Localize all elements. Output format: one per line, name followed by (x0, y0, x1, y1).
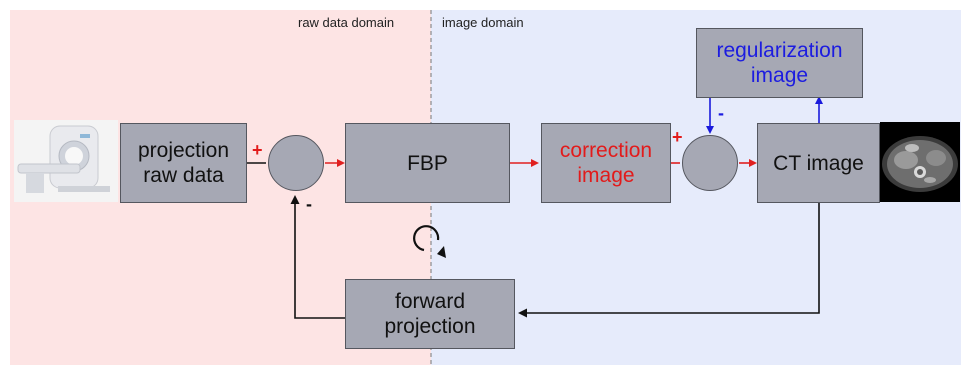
box-label-line: projection (137, 139, 230, 162)
arrow-ct-to-forward-projection (518, 203, 820, 318)
correction-image-box: correction image (541, 123, 671, 203)
plus-sign: + (672, 127, 683, 147)
summation-node-raw (268, 135, 324, 191)
arrow-forward-projection-to-sum (290, 195, 345, 319)
box-label-line: forward (394, 290, 466, 313)
box-label-line: raw data (143, 164, 224, 187)
image-domain-label: image domain (442, 15, 524, 30)
box-label-line: projection (384, 315, 476, 338)
ct-scanner-icon (14, 120, 118, 202)
fbp-box: FBP (345, 123, 510, 203)
summation-node-image (682, 135, 738, 191)
box-label-line: correction (559, 139, 653, 162)
iteration-loop-icon (413, 225, 446, 258)
box-label-line: CT image (773, 151, 864, 175)
projection-raw-data-box: projection raw data (120, 123, 247, 203)
raw-data-domain-label: raw data domain (298, 15, 395, 30)
ct-image-box: CT image (757, 123, 880, 203)
box-label-line: image (750, 64, 809, 87)
plus-sign: + (252, 140, 263, 160)
box-label-line: regularization (716, 39, 843, 62)
minus-sign: - (718, 103, 724, 123)
box-label-line: image (577, 164, 635, 187)
box-label-line: FBP (407, 151, 448, 175)
regularization-image-box: regularization image (696, 28, 863, 98)
ct-scan-slice-icon (880, 122, 960, 202)
forward-projection-box: forward projection (345, 279, 515, 349)
minus-sign: - (306, 194, 312, 214)
